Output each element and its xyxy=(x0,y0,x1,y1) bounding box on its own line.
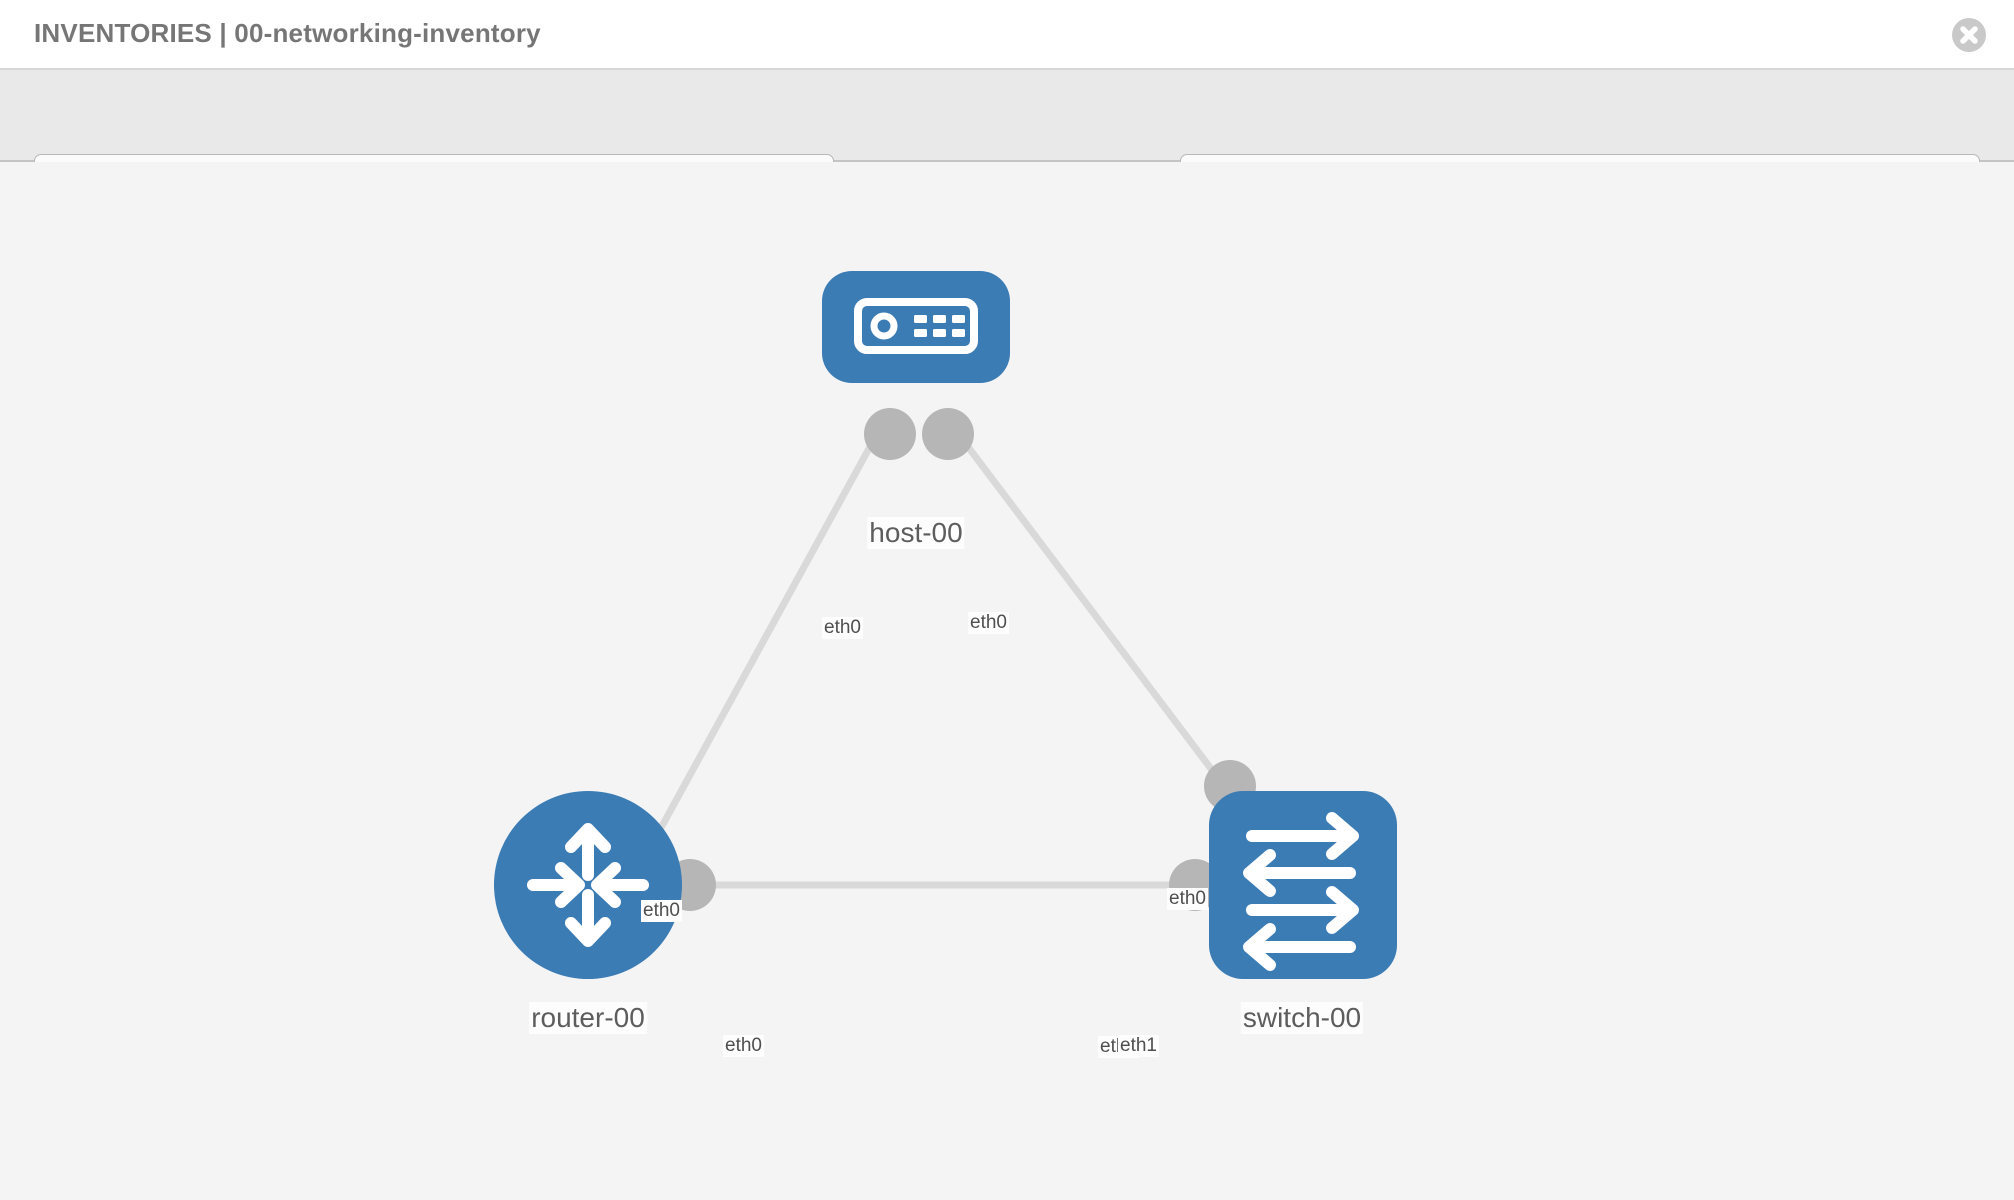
iface-label-switch00-west-eth1: eth1 xyxy=(1118,1035,1159,1057)
iface-label-router00-east: eth0 xyxy=(723,1035,764,1057)
port-host00-left xyxy=(864,408,916,460)
iface-label-host00-right: eth0 xyxy=(968,612,1009,634)
toolbar: ACTIONS SEARCH xyxy=(0,70,2014,210)
port-host00-right xyxy=(922,408,974,460)
topology-graph xyxy=(494,271,1397,979)
page-header: INVENTORIES | 00-networking-inventory xyxy=(0,0,2014,70)
iface-label-host00-left: eth0 xyxy=(822,617,863,639)
topology-canvas[interactable]: host-00 router-00 switch-00 eth0 eth0 et… xyxy=(0,162,2014,1200)
edge-host00-router00 xyxy=(641,421,887,859)
edge-host00-switch00 xyxy=(947,420,1221,781)
host-icon xyxy=(854,298,978,354)
iface-label-switch00-north: eth0 xyxy=(1167,888,1208,910)
node-label-host-00: host-00 xyxy=(867,517,965,549)
graph-edges xyxy=(641,420,1221,889)
switch-icon xyxy=(1243,812,1359,971)
node-host-00 xyxy=(822,271,1010,383)
node-switch-00 xyxy=(1209,791,1397,979)
node-label-router-00: router-00 xyxy=(529,1002,647,1034)
router-icon xyxy=(527,823,649,947)
node-router-00 xyxy=(494,791,682,979)
close-icon[interactable] xyxy=(1952,18,1986,52)
page-title: INVENTORIES | 00-networking-inventory xyxy=(34,18,541,48)
node-label-switch-00: switch-00 xyxy=(1240,1002,1364,1034)
iface-label-router00-north: eth0 xyxy=(641,900,682,922)
